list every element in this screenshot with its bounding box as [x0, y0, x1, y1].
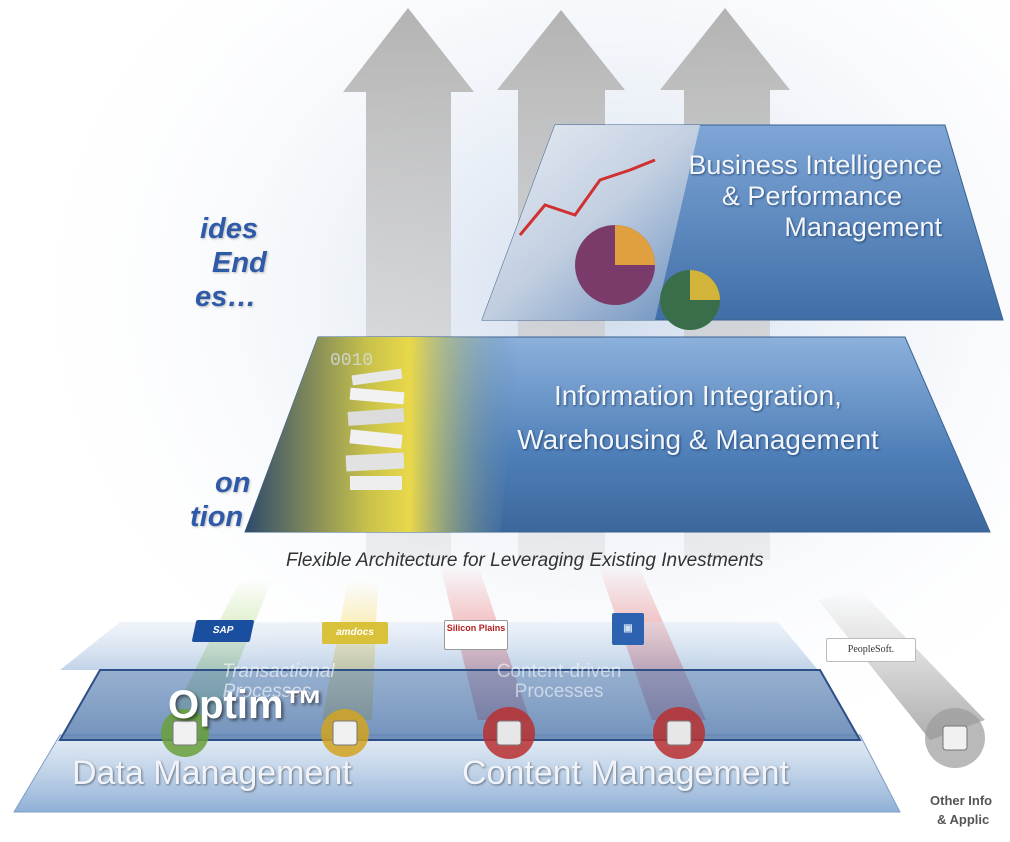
content-management-label: Content Management: [462, 754, 789, 792]
tier-ii-line-1: Information Integration,: [554, 380, 842, 411]
base-top-shape: [60, 622, 818, 670]
other-info-line-1: Other Info: [930, 793, 993, 808]
beam-gray: [818, 590, 985, 740]
database-icon: [653, 707, 705, 759]
tier-bi-title: Business Intelligence & Performance Mana…: [652, 150, 942, 243]
other-info-line-2: & Applic: [937, 812, 990, 827]
bi-pie-slice: [615, 225, 655, 265]
database-icons: [161, 707, 985, 768]
silicon-plains-logo: Silicon Plains: [444, 620, 508, 650]
architecture-caption: Flexible Architecture for Leveraging Exi…: [286, 550, 764, 571]
side-text-line-3: es…: [195, 281, 257, 313]
data-management-label: Data Management: [72, 754, 352, 792]
tier-ii-title: Information Integration, Warehousing & M…: [508, 380, 888, 456]
side-text-line-4: on: [215, 467, 251, 499]
database-icon: [321, 709, 369, 757]
document-logo-icon: ▣: [612, 613, 644, 645]
database-icon: [483, 707, 535, 759]
tier-bi-line-3: Management: [784, 212, 942, 243]
tier-business-intelligence: [481, 124, 1004, 330]
database-icon: [925, 708, 985, 768]
tier-information-integration: 0010: [244, 336, 991, 533]
tier-ii-line-2: Warehousing & Management: [517, 424, 879, 456]
bi-pie-slice-small: [690, 270, 720, 300]
database-icon: [161, 709, 209, 757]
side-text-line-2: End: [212, 247, 267, 279]
amdocs-logo: amdocs: [322, 622, 388, 644]
side-text-line-1: ides: [200, 213, 259, 245]
transactional-processes-label: Transactional Processes: [222, 661, 335, 702]
optim-label: Optim™: [168, 683, 324, 727]
tier-bi-line-1: Business Intelligence: [688, 150, 942, 180]
peoplesoft-logo: PeopleSoft.: [826, 638, 916, 662]
content-driven-processes-label: Content-driven Processes: [496, 661, 622, 702]
bi-line-chart: [518, 158, 656, 236]
side-text-line-5: tion: [190, 501, 244, 533]
document-stack-icon: [345, 368, 405, 490]
binary-digits: 0010: [330, 351, 373, 371]
sap-logo: SAP: [191, 620, 255, 642]
tier-bi-line-2: & Performance: [721, 181, 902, 212]
